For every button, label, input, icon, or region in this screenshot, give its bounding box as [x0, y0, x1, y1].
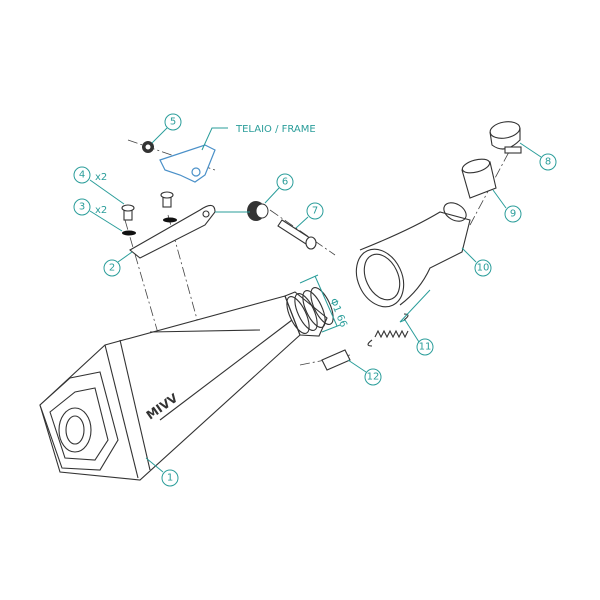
svg-text:12: 12: [367, 372, 380, 383]
svg-text:6: 6: [282, 177, 288, 188]
svg-text:x2: x2: [95, 205, 107, 216]
pin-part-12: [321, 349, 351, 371]
svg-text:7: 7: [312, 206, 318, 217]
sleeve-part-9: [461, 158, 497, 199]
svg-text:11: 11: [419, 342, 432, 353]
nut-part-5: [142, 141, 154, 153]
part-balloon-12: 12: [364, 368, 382, 386]
part-balloon-1: 1: [161, 469, 179, 487]
part-balloon-6: 6: [276, 173, 294, 191]
clamp-part-8: [489, 121, 522, 154]
svg-text:x2: x2: [95, 172, 107, 183]
part-balloon-7: 7: [306, 202, 324, 220]
link-pipe-part-10: [355, 202, 471, 308]
leader-lines: [89, 127, 542, 473]
part-balloon-4: 4 x2: [73, 166, 107, 184]
part-balloon-8: 8: [539, 153, 557, 171]
svg-text:8: 8: [545, 157, 551, 168]
part-balloon-5: 5: [164, 113, 182, 131]
svg-text:10: 10: [477, 263, 490, 274]
washers-part-3: [122, 217, 177, 236]
svg-text:4: 4: [79, 170, 85, 181]
muffler-part-1: MIVV: [39, 287, 334, 481]
svg-text:5: 5: [170, 117, 176, 128]
frame-label: TELAIO / FRAME: [235, 124, 316, 135]
svg-text:1: 1: [167, 473, 173, 484]
bolt-part-7: [277, 219, 317, 250]
svg-text:3: 3: [79, 202, 85, 213]
spring-part-11: [367, 313, 409, 347]
outlet-rings: [286, 287, 334, 334]
part-balloon-2: 2: [103, 259, 121, 277]
frame-bracket: [159, 144, 216, 183]
svg-text:9: 9: [510, 209, 516, 220]
part-balloon-10: 10: [474, 259, 492, 277]
bracket-part-2: [129, 204, 216, 259]
part-balloon-11: 11: [416, 338, 434, 356]
part-balloon-3: 3 x2: [73, 198, 107, 216]
grommet-part-6: [247, 201, 269, 221]
part-balloon-9: 9: [504, 205, 522, 223]
screws-part-4: [121, 191, 174, 221]
svg-text:2: 2: [109, 263, 115, 274]
